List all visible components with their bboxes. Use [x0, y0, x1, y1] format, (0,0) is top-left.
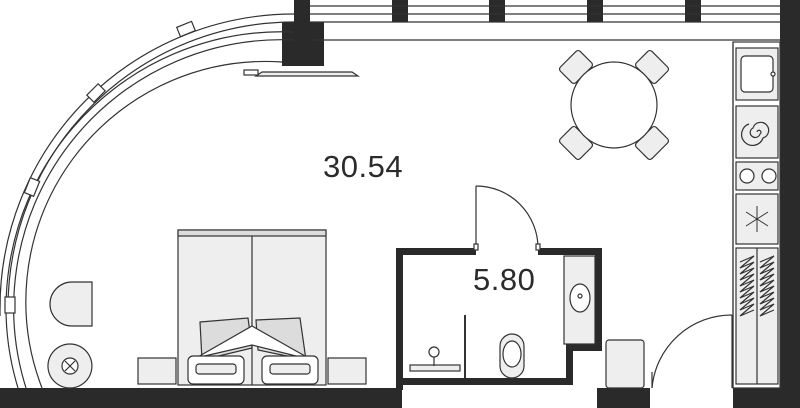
bath-wall-top-right — [538, 248, 602, 255]
door-swing-icon — [473, 185, 541, 251]
top-window — [310, 5, 780, 41]
toilet-icon — [499, 333, 525, 379]
stool-icon — [47, 343, 93, 389]
door-swing-icon — [651, 314, 733, 389]
room-area-bathroom: 5.80 — [473, 262, 536, 297]
bottom-wall-left — [0, 388, 402, 408]
bed-icon — [137, 229, 367, 386]
freezer-icon — [735, 193, 779, 245]
bath-wall-top-left — [396, 248, 476, 255]
window-pier — [489, 0, 505, 22]
bath-wall-right — [595, 248, 602, 348]
kitchen-counter — [732, 41, 781, 389]
nightstand — [327, 357, 367, 385]
dining-table-icon — [558, 49, 670, 161]
column — [282, 22, 324, 66]
armchair-icon — [187, 355, 319, 385]
armchair-icon — [49, 281, 93, 327]
window-pier — [587, 0, 603, 22]
shower-icon — [409, 315, 466, 378]
nightstand — [137, 357, 177, 385]
stove-icon — [735, 105, 779, 159]
bath-wall-step-v — [566, 344, 573, 384]
wardrobe-icon — [735, 247, 779, 385]
window-pier — [685, 0, 701, 22]
bath-wall-left — [396, 248, 403, 390]
sink-icon — [735, 47, 779, 101]
sink-icon — [563, 255, 596, 345]
stove-icon — [735, 161, 779, 191]
bath-wall-step — [566, 344, 602, 351]
right-wall — [780, 0, 800, 408]
bottom-wall-right — [597, 388, 650, 408]
tv-console — [243, 69, 360, 77]
armchair-icon — [605, 339, 645, 389]
bath-wall-bottom — [396, 378, 573, 385]
window-pier — [392, 0, 408, 22]
bathroom-walls — [396, 248, 602, 390]
curved-window-mullions — [4, 20, 197, 314]
room-area-main: 30.54 — [323, 149, 404, 184]
column — [294, 0, 310, 22]
